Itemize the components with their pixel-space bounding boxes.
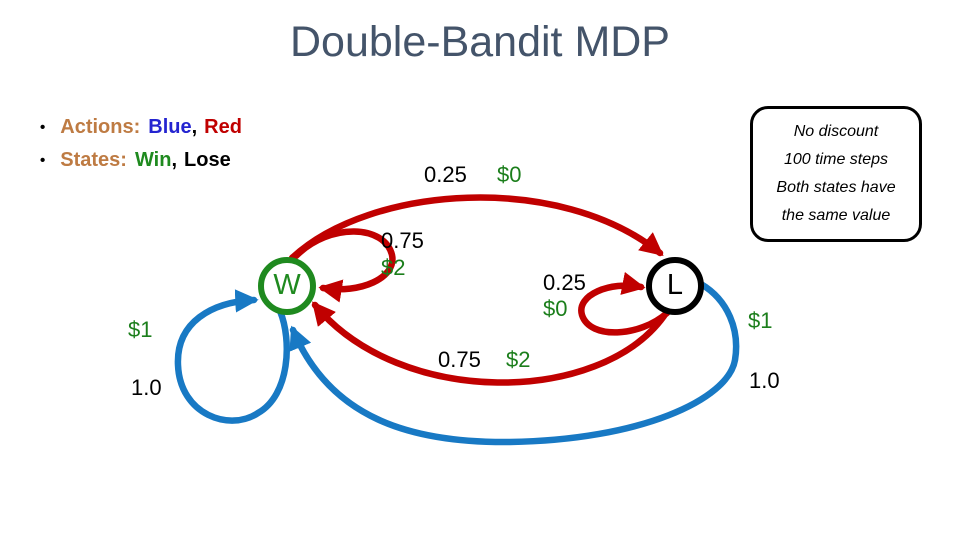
reward-win-to-lose: $0 — [497, 162, 522, 187]
note-line: the same value — [781, 207, 891, 224]
bullet-actions: • Actions: Blue , Red — [40, 111, 242, 144]
edge-blue-lose-to-win — [289, 280, 740, 446]
prob-lose-to-win: 0.75 — [438, 347, 481, 372]
actions-label: Actions: — [60, 116, 141, 138]
node-win-circle — [258, 257, 316, 315]
note-line: 100 time steps — [783, 151, 889, 168]
note-box: No discount 100 time steps Both states h… — [750, 106, 922, 242]
prob-lose-self: 0.25 — [543, 270, 586, 295]
action-red-label: Red — [204, 116, 242, 138]
node-lose-circle — [646, 257, 704, 315]
state-win-label: Win — [134, 149, 172, 171]
bullet-list: • Actions: Blue , Red • States: Win , Lo… — [40, 111, 242, 177]
note-line: No discount — [793, 123, 879, 140]
bullet-dot-icon: • — [40, 119, 46, 136]
edge-red-win-to-lose — [288, 194, 664, 262]
state-lose-label: Lose — [184, 149, 231, 171]
bullet-dot-icon: • — [40, 152, 46, 169]
separator: , — [171, 149, 178, 171]
page-title: Double-Bandit MDP — [289, 18, 670, 66]
bullet-states: • States: Win , Lose — [40, 144, 242, 177]
prob-blue-lose-to-win: 1.0 — [749, 368, 780, 393]
separator: , — [191, 116, 198, 138]
prob-blue-win-self: 1.0 — [131, 375, 162, 400]
edge-red-lose-self-loop — [578, 271, 671, 336]
note-line: Both states have — [776, 179, 896, 196]
reward-lose-to-win: $2 — [506, 347, 531, 372]
edge-red-lose-to-win — [311, 301, 668, 386]
prob-win-self: 0.75 — [381, 228, 424, 253]
edge-red-win-self-loop — [292, 228, 396, 303]
node-win-label: W — [273, 269, 301, 301]
edge-blue-win-self-loop — [174, 289, 290, 424]
reward-lose-self: $0 — [543, 296, 568, 321]
reward-win-self: $2 — [381, 255, 406, 280]
node-lose-label: L — [666, 269, 684, 301]
prob-win-to-lose: 0.25 — [424, 162, 467, 187]
action-blue-label: Blue — [148, 116, 192, 138]
reward-blue-win-self: $1 — [128, 317, 153, 342]
states-label: States: — [60, 149, 127, 171]
reward-blue-lose-to-win: $1 — [748, 308, 773, 333]
